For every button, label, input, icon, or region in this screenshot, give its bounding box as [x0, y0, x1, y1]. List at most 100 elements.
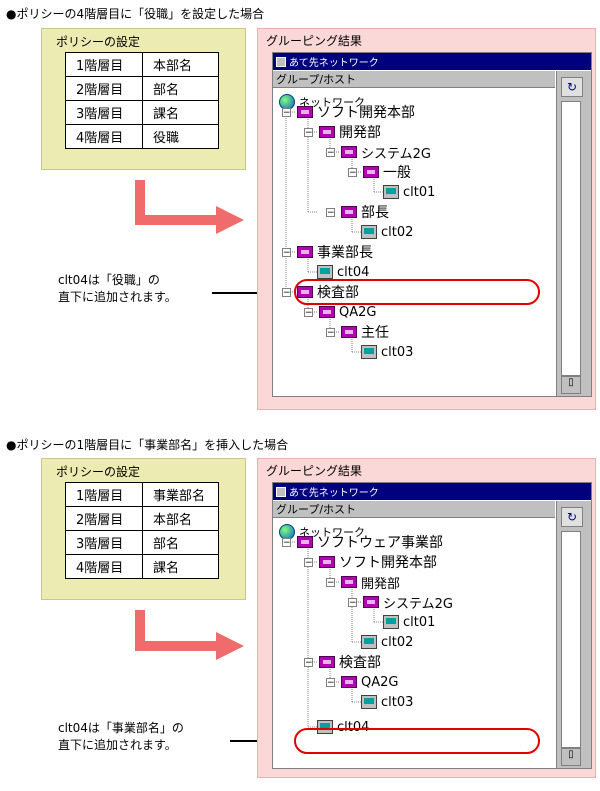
- tree-node-group[interactable]: 開発部: [341, 572, 400, 592]
- collapse-toggle-icon[interactable]: −: [348, 598, 357, 608]
- node-label: ソフトウェア事業部: [317, 535, 443, 551]
- node-label: 開発部: [339, 125, 381, 141]
- scroll-bottom-button[interactable]: ▯: [561, 376, 581, 394]
- grouping-result-panel: グルーピング結果 あて先ネットワーク グループ/ホスト ↻ ▯: [257, 458, 596, 778]
- side-scroll-panel: ↻ ▯: [556, 501, 591, 768]
- tree-node-group[interactable]: ソフト開発本部: [297, 102, 415, 122]
- table-row: 4階層目課名: [65, 554, 219, 579]
- tree-node-host-highlight[interactable]: clt04: [317, 262, 369, 282]
- tree-node-group[interactable]: 部長: [341, 202, 389, 222]
- node-label: 検査部: [339, 655, 381, 671]
- value-cell: 事業部名: [142, 482, 219, 507]
- node-label: 一般: [383, 165, 411, 181]
- node-label: システム2G: [383, 596, 453, 612]
- collapse-toggle-icon[interactable]: −: [304, 308, 313, 318]
- level-cell: 4階層目: [65, 124, 143, 149]
- value-cell: 部名: [142, 76, 219, 101]
- column-header[interactable]: グループ/ホスト: [273, 71, 555, 88]
- level-cell: 2階層目: [65, 76, 143, 101]
- collapse-toggle-icon[interactable]: −: [326, 148, 335, 158]
- policy-settings-label: ポリシーの設定: [56, 35, 141, 49]
- window-title: あて先ネットワーク: [289, 488, 379, 499]
- collapse-toggle-icon[interactable]: −: [304, 128, 313, 138]
- node-label: 検査部: [317, 285, 359, 301]
- group-folder-icon: [319, 556, 335, 568]
- policy-settings-panel: ポリシーの設定 1階層目本部名 2階層目部名 3階層目課名 4階層目役職: [41, 28, 246, 170]
- collapse-toggle-icon[interactable]: −: [326, 328, 335, 338]
- group-host-tree: ネットワーク − ソフト開発本部 − 開発部 − システム2G − 一般 clt…: [273, 89, 555, 396]
- computer-host-icon: [383, 185, 399, 199]
- computer-host-icon: [361, 345, 377, 359]
- collapse-toggle-icon[interactable]: −: [282, 108, 291, 118]
- node-label: ネットワーク: [299, 526, 365, 539]
- tree-node-host[interactable]: clt03: [361, 692, 413, 712]
- node-label: clt03: [381, 344, 414, 360]
- node-label: clt01: [403, 184, 436, 200]
- tree-node-host[interactable]: clt01: [383, 182, 435, 202]
- tree-node-host[interactable]: clt02: [361, 632, 413, 652]
- tree-node-host[interactable]: clt01: [383, 612, 435, 632]
- side-scroll-panel: ↻ ▯: [556, 71, 591, 396]
- tree-node-group[interactable]: 開発部: [319, 122, 381, 142]
- scrollbar[interactable]: [561, 531, 581, 748]
- node-label: clt02: [381, 224, 414, 240]
- tree-node-group[interactable]: 主任: [341, 322, 389, 342]
- collapse-toggle-icon[interactable]: −: [326, 578, 335, 588]
- tree-node-network[interactable]: ネットワーク: [279, 522, 365, 542]
- node-label: QA2G: [339, 304, 377, 320]
- collapse-toggle-icon[interactable]: −: [304, 558, 313, 568]
- policy-settings-label: ポリシーの設定: [56, 465, 141, 479]
- note-line: 直下に追加されます。: [58, 290, 177, 304]
- group-folder-icon: [319, 126, 335, 138]
- pointer-line: [212, 292, 296, 294]
- tree-node-group[interactable]: ソフトウェア事業部: [297, 532, 443, 552]
- annotation-note: clt04は「役職」の 直下に追加されます。: [58, 272, 177, 306]
- tree-node-group[interactable]: ソフト開発本部: [319, 552, 437, 572]
- collapse-toggle-icon[interactable]: −: [282, 248, 291, 258]
- value-cell: 役職: [142, 124, 219, 149]
- collapse-toggle-icon[interactable]: −: [348, 168, 357, 178]
- node-label: ソフト開発本部: [339, 555, 437, 571]
- collapse-toggle-icon[interactable]: −: [282, 538, 291, 548]
- tree-node-group[interactable]: 事業部長: [297, 242, 373, 262]
- collapse-toggle-icon[interactable]: −: [326, 208, 335, 218]
- table-row: 1階層目事業部名: [65, 482, 219, 507]
- refresh-icon[interactable]: ↻: [561, 77, 583, 97]
- arrow-right-icon: [135, 180, 244, 234]
- note-line: clt04は「事業部名」の: [58, 721, 184, 735]
- tree-node-group[interactable]: QA2G: [341, 672, 398, 692]
- group-folder-icon: [297, 246, 313, 258]
- value-cell: 課名: [142, 554, 219, 579]
- refresh-icon[interactable]: ↻: [561, 507, 583, 527]
- tree-node-group[interactable]: システム2G: [363, 592, 453, 612]
- tree-node-host[interactable]: clt02: [361, 222, 413, 242]
- tree-node-host[interactable]: clt03: [361, 342, 413, 362]
- computer-host-icon: [383, 615, 399, 629]
- collapse-toggle-icon[interactable]: −: [282, 288, 291, 298]
- group-folder-icon: [341, 326, 357, 338]
- table-row: 1階層目本部名: [65, 52, 219, 77]
- scenario-title: ●ポリシーの4階層目に「役職」を設定した場合: [6, 7, 265, 21]
- level-cell: 1階層目: [65, 52, 143, 77]
- group-folder-icon: [319, 306, 335, 318]
- tree-node-group[interactable]: システム2G: [341, 142, 431, 162]
- scroll-bottom-button[interactable]: ▯: [561, 748, 581, 766]
- tree-node-group[interactable]: QA2G: [319, 302, 376, 322]
- node-label: 事業部長: [317, 245, 373, 261]
- group-folder-icon: [341, 576, 357, 588]
- grouping-result-label: グルーピング結果: [266, 464, 363, 478]
- scrollbar[interactable]: [561, 101, 581, 376]
- value-cell: 本部名: [142, 506, 219, 531]
- node-label: ネットワーク: [299, 96, 365, 109]
- collapse-toggle-icon[interactable]: −: [304, 658, 313, 668]
- table-row: 4階層目役職: [65, 124, 219, 149]
- tree-node-group[interactable]: 検査部: [319, 652, 381, 672]
- level-cell: 1階層目: [65, 482, 143, 507]
- tree-node-host-highlight[interactable]: clt04: [317, 717, 369, 737]
- tree-node-group[interactable]: 一般: [363, 162, 411, 182]
- level-cell: 4階層目: [65, 554, 143, 579]
- column-header[interactable]: グループ/ホスト: [273, 501, 555, 518]
- node-label: 主任: [361, 325, 389, 341]
- collapse-toggle-icon[interactable]: −: [326, 678, 335, 688]
- group-folder-icon: [297, 106, 313, 118]
